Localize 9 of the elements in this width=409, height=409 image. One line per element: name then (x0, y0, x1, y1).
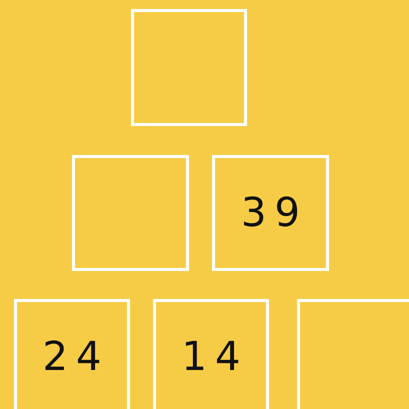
pyramid-box (212, 155, 329, 271)
pyramid-box (131, 9, 247, 126)
number: 14 (180, 337, 248, 377)
number: 39 (240, 193, 308, 233)
pyramid-box (297, 299, 409, 409)
pyramid-box (72, 155, 189, 271)
pyramid-box (14, 299, 130, 409)
pyramid-box (153, 299, 269, 409)
number: 24 (42, 337, 110, 377)
